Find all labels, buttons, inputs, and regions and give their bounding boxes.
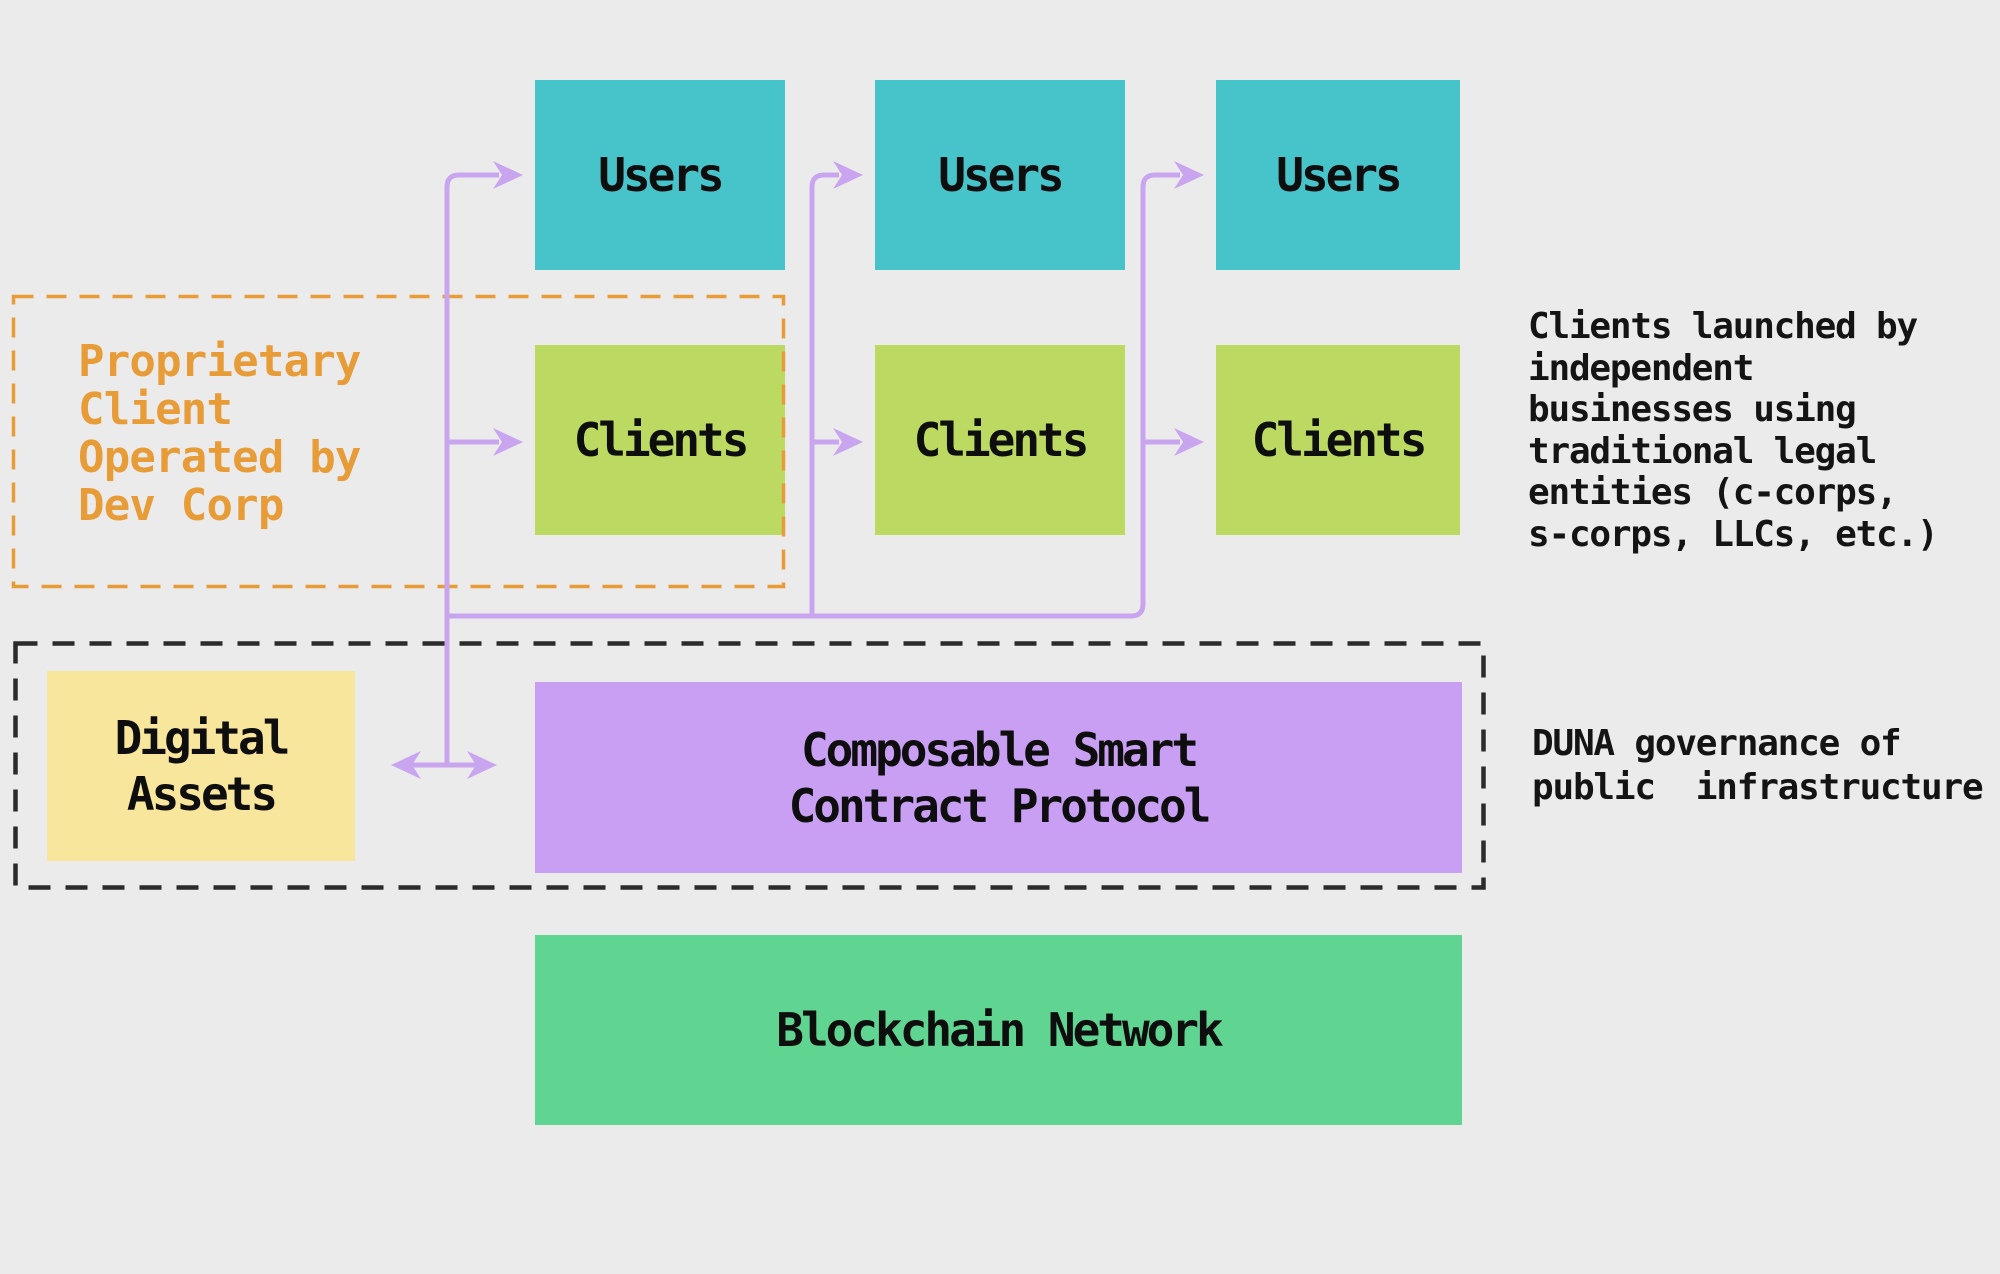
clients-note-line: independent (1528, 347, 1754, 389)
clients-box-2-label: Clients (913, 413, 1090, 467)
clients-box-2: Clients (875, 345, 1125, 535)
connector-trunk-1 (444, 172, 499, 765)
clients-launched-note: Clients launched by independent business… (1528, 306, 1939, 555)
clients-box-3-label: Clients (1251, 413, 1428, 467)
users-box-2: Users (875, 80, 1125, 270)
users-box-3: Users (1216, 80, 1460, 270)
duna-note-line: public infrastructure (1532, 767, 1984, 808)
clients-box-3: Clients (1216, 345, 1460, 535)
arrow-toward-protocol-icon (467, 751, 497, 779)
blockchain-label: Blockchain Network (776, 1003, 1223, 1057)
clients-note-line: businesses using (1528, 389, 1857, 430)
clients-note-line: Clients launched by (1528, 306, 1918, 347)
clients-note-line: traditional legal (1528, 430, 1877, 472)
digital-assets-box: Digital Assets (47, 671, 355, 861)
users-box-1: Users (535, 80, 785, 270)
digital-assets-label-line1: Digital (114, 711, 291, 765)
blockchain-network-box: Blockchain Network (535, 935, 1462, 1125)
duna-note-line: DUNA governance of (1532, 723, 1902, 764)
users-box-1-label: Users (598, 148, 724, 202)
proprietary-note-line: Operated by (78, 432, 361, 483)
clients-note-line: s-corps, LLCs, etc.) (1528, 513, 1939, 555)
proprietary-note-line: Proprietary (78, 336, 361, 387)
arrow-into-users-3-icon (1174, 161, 1204, 189)
proprietary-note-line: Client (78, 384, 233, 435)
clients-box-1: Clients (535, 345, 785, 535)
protocol-label-line1: Composable Smart (800, 722, 1199, 777)
arrow-into-clients-2-icon (833, 428, 863, 456)
arrow-into-clients-3-icon (1174, 428, 1204, 456)
clients-note-line: entities (c-corps, (1528, 472, 1898, 513)
connector-trunk-2 (809, 172, 839, 616)
arrow-into-clients-1-icon (493, 428, 523, 456)
proprietary-client-note: Proprietary Client Operated by Dev Corp (78, 338, 361, 530)
composable-smart-contract-protocol-box: Composable Smart Contract Protocol (535, 682, 1462, 873)
clients-box-1-label: Clients (573, 413, 750, 467)
users-box-2-label: Users (938, 148, 1064, 202)
arrow-toward-digital-assets-icon (391, 751, 421, 779)
duna-governance-note: DUNA governance of public infrastructure (1532, 722, 1984, 810)
proprietary-note-line: Dev Corp (78, 480, 284, 531)
users-box-3-label: Users (1276, 148, 1402, 202)
digital-assets-label-line2: Assets (126, 767, 278, 821)
protocol-label-line2: Contract Protocol (788, 778, 1212, 833)
arrow-into-users-1-icon (493, 161, 523, 189)
arrow-into-users-2-icon (833, 161, 863, 189)
